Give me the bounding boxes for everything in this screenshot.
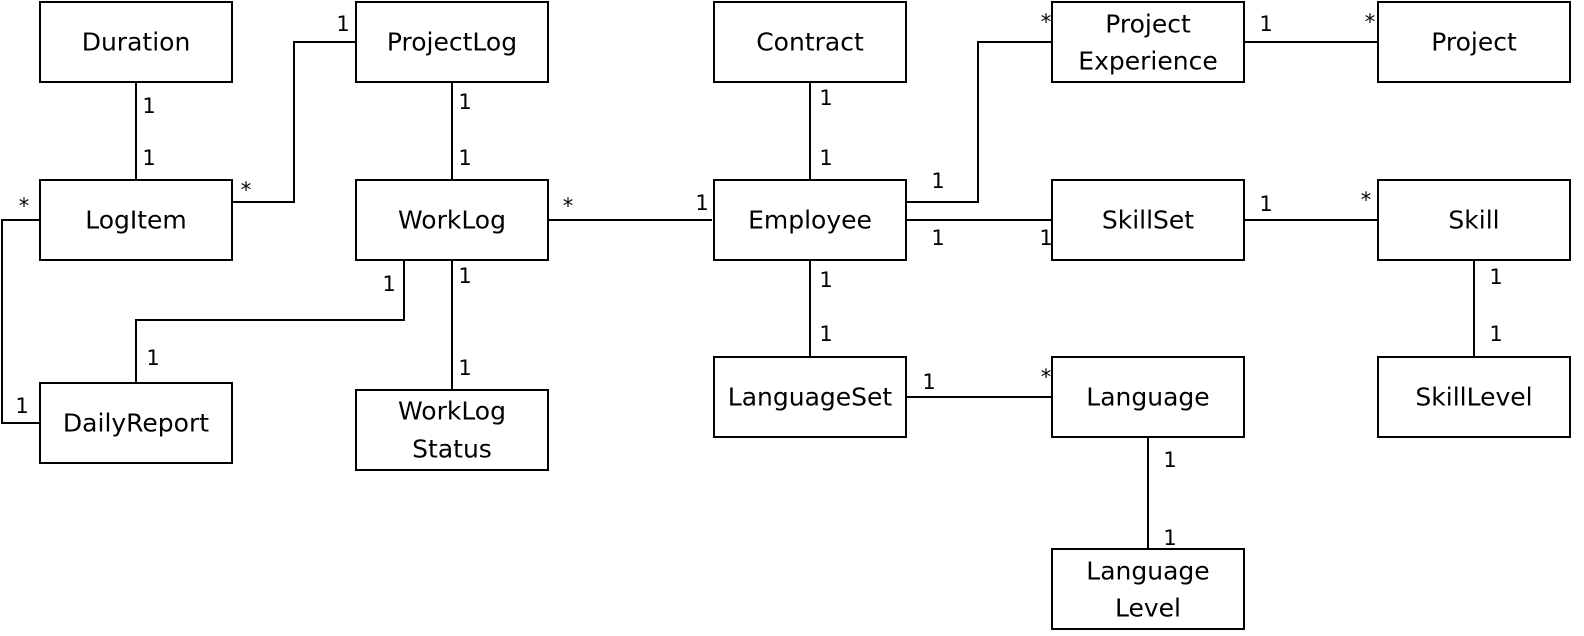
- entity-logitem[interactable]: LogItem: [39, 179, 233, 261]
- multiplicity-label: 1: [931, 226, 944, 250]
- multiplicity-label: 1: [1163, 526, 1176, 550]
- entity-box: [355, 1, 549, 83]
- connectors: [1, 41, 1475, 549]
- entity-box: [713, 1, 907, 83]
- multiplicity-label: *: [1361, 188, 1372, 212]
- multiplicity-label: 1: [1163, 448, 1176, 472]
- multiplicity-label: 1: [458, 264, 471, 288]
- entity-skillset[interactable]: SkillSet: [1051, 179, 1245, 261]
- entity-box: [355, 389, 549, 471]
- entity-box: [1051, 356, 1245, 438]
- entity-box: [1051, 548, 1245, 630]
- entity-label-line1: WorkLog: [398, 397, 506, 426]
- entity-box: [713, 356, 907, 438]
- entity-box: [1377, 356, 1571, 438]
- entity-label-line2: Level: [1115, 594, 1181, 623]
- multiplicity-label: 1: [819, 86, 832, 110]
- link-worklog-dailyreport: [135, 260, 405, 382]
- multiplicity-label: 1: [695, 191, 708, 215]
- multiplicity-label: 1: [1489, 322, 1502, 346]
- multiplicity-label: 1: [336, 12, 349, 36]
- multiplicity-label: 1: [819, 322, 832, 346]
- multiplicity-label: 1: [1259, 12, 1272, 36]
- entity-box: [39, 382, 233, 464]
- entity-box: [1377, 179, 1571, 261]
- entity-label: Duration: [82, 28, 191, 57]
- entity-label: ProjectLog: [387, 28, 517, 57]
- multiplicity-label: 1: [382, 272, 395, 296]
- entity-employee[interactable]: Employee: [713, 179, 907, 261]
- link-projectlog-logitem: [232, 41, 356, 203]
- multiplicity-label: *: [1041, 365, 1052, 389]
- entity-box: [1377, 1, 1571, 83]
- entity-label: Employee: [748, 206, 872, 235]
- entity-box: [1051, 1, 1245, 83]
- entity-worklog[interactable]: WorkLog: [355, 179, 549, 261]
- entity-projectlog[interactable]: ProjectLog: [355, 1, 549, 83]
- multiplicity-labels: 1 1 1 * 1 1 * 1 1 1 1 1 * 1 1 1 1 * 1 * …: [15, 10, 1502, 550]
- multiplicity-label: 1: [1039, 226, 1052, 250]
- entity-label-line2: Experience: [1078, 47, 1217, 76]
- multiplicity-label: 1: [931, 169, 944, 193]
- entity-box: [1051, 179, 1245, 261]
- entity-box: [39, 179, 233, 261]
- entity-box: [713, 179, 907, 261]
- entity-label: SkillLevel: [1415, 383, 1532, 412]
- multiplicity-label: 1: [458, 146, 471, 170]
- multiplicity-label: *: [563, 194, 574, 218]
- multiplicity-label: *: [1365, 10, 1376, 34]
- entity-label: Contract: [756, 28, 864, 57]
- multiplicity-label: *: [19, 194, 30, 218]
- link-logitem-dailyreport: [1, 219, 40, 424]
- entity-label-line1: Language: [1086, 557, 1209, 586]
- entity-label: WorkLog: [398, 206, 506, 235]
- entity-label-line2: Status: [412, 435, 492, 464]
- multiplicity-label: 1: [146, 346, 159, 370]
- entity-project[interactable]: Project: [1377, 1, 1571, 83]
- multiplicity-label: *: [1041, 10, 1052, 34]
- entity-label: DailyReport: [63, 409, 209, 438]
- multiplicity-label: 1: [458, 356, 471, 380]
- entity-duration[interactable]: Duration: [39, 1, 233, 83]
- entity-worklog-status[interactable]: WorkLog Status: [355, 389, 549, 471]
- entity-box: [39, 1, 233, 83]
- entity-languageset[interactable]: LanguageSet: [713, 356, 907, 438]
- entity-language-level[interactable]: Language Level: [1051, 548, 1245, 630]
- entity-label: Skill: [1448, 206, 1499, 235]
- multiplicity-label: 1: [458, 90, 471, 114]
- entity-label: Language: [1086, 383, 1209, 412]
- multiplicity-label: 1: [819, 268, 832, 292]
- multiplicity-label: *: [241, 178, 252, 202]
- link-employee-projexp: [906, 41, 1052, 203]
- entity-label: LogItem: [85, 206, 187, 235]
- entity-skill[interactable]: Skill: [1377, 179, 1571, 261]
- multiplicity-label: 1: [142, 94, 155, 118]
- entity-contract[interactable]: Contract: [713, 1, 907, 83]
- multiplicity-label: 1: [1489, 265, 1502, 289]
- entity-skilllevel[interactable]: SkillLevel: [1377, 356, 1571, 438]
- entity-project-experience[interactable]: Project Experience: [1051, 1, 1245, 83]
- multiplicity-label: 1: [819, 146, 832, 170]
- multiplicity-label: 1: [142, 146, 155, 170]
- entity-label: SkillSet: [1102, 206, 1194, 235]
- entity-dailyreport[interactable]: DailyReport: [39, 382, 233, 464]
- entity-label: LanguageSet: [728, 383, 893, 412]
- multiplicity-label: 1: [1259, 192, 1272, 216]
- entity-language[interactable]: Language: [1051, 356, 1245, 438]
- multiplicity-label: 1: [15, 394, 28, 418]
- entity-label-line1: Project: [1105, 10, 1191, 39]
- multiplicity-label: 1: [922, 370, 935, 394]
- entity-box: [355, 179, 549, 261]
- entity-label: Project: [1431, 28, 1517, 57]
